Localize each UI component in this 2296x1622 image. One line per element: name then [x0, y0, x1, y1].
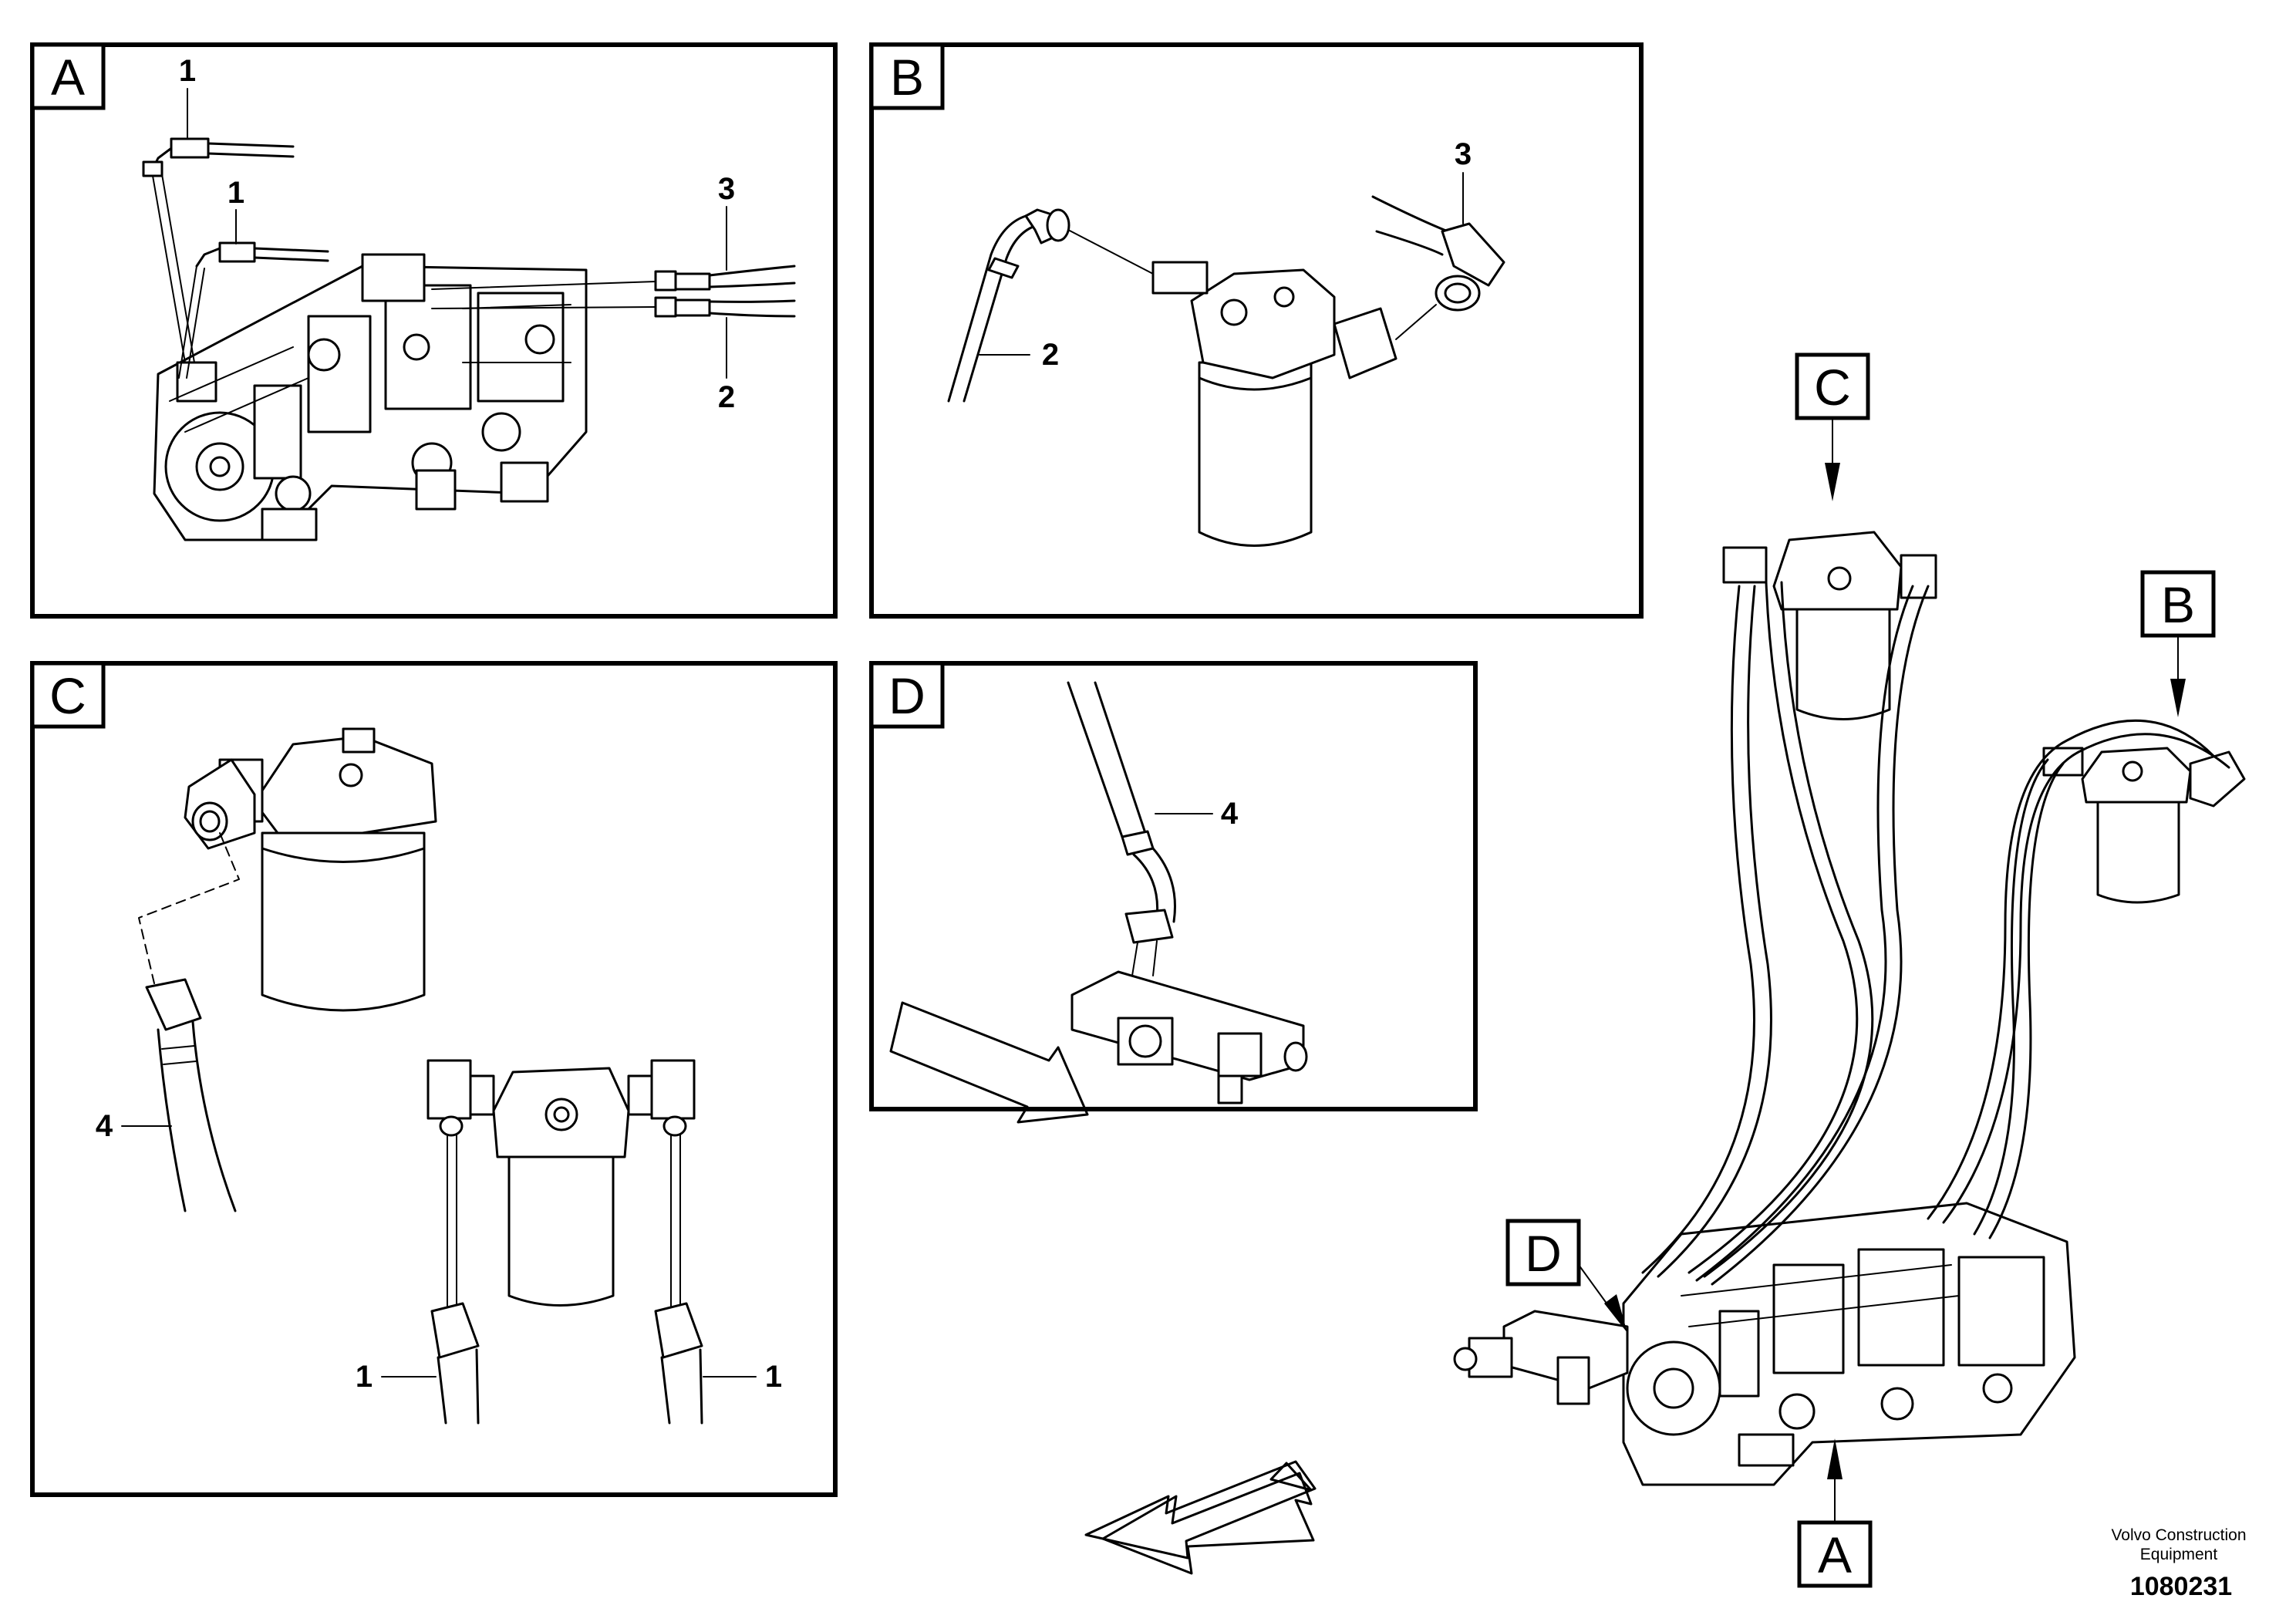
panel-d-tag-box	[869, 661, 945, 729]
panel-b-callout-3: 3	[1455, 137, 1472, 171]
direction-arrow-small	[889, 1001, 1089, 1124]
panel-a-callout-2: 2	[718, 380, 735, 414]
panel-a-tag-box	[30, 42, 106, 110]
hose-1-lower	[178, 241, 329, 379]
overview-filter-c	[1722, 531, 1937, 720]
overview-hoses	[1641, 581, 2230, 1286]
panel-c-tag: C	[49, 667, 86, 724]
panel-b-tag-box	[869, 42, 945, 110]
panel-d-callout-4: 4	[1221, 797, 1239, 831]
hoses-2-3	[431, 265, 796, 318]
overview-tag-a-label: A	[1818, 1526, 1852, 1583]
panel-d-tag: D	[888, 667, 925, 724]
hose-4	[145, 978, 237, 1212]
overview-assembly	[1453, 531, 2246, 1486]
hydraulic-pump-assembly	[153, 253, 588, 541]
panel-a-callout-1-top: 1	[179, 54, 196, 88]
overview-filter-b	[2042, 747, 2246, 904]
overview-side-fitting	[1453, 1310, 1629, 1405]
overview-tag-a: A	[1797, 1438, 1873, 1588]
overview-tag-b: B	[2140, 570, 2216, 717]
panel-d: D 4	[869, 661, 1478, 1124]
panel-c-callout-1-left: 1	[356, 1360, 373, 1394]
panel-a: A	[30, 42, 838, 619]
panel-b-frame	[869, 42, 1644, 619]
panel-a-callout-3: 3	[718, 172, 735, 206]
filter-assembly	[426, 1059, 703, 1425]
panel-a-tag: A	[51, 49, 85, 106]
panel-c-tag-box	[30, 661, 106, 729]
overview-tag-d: D	[1505, 1219, 1627, 1333]
overview-tag-d-label: D	[1525, 1225, 1562, 1282]
brand-line-2: Equipment	[2140, 1546, 2218, 1563]
filter-detail	[184, 727, 437, 1012]
panel-c-callout-1-right: 1	[765, 1360, 782, 1394]
panel-c: C 4	[30, 661, 838, 1497]
brand-line-1: Volvo Construction	[2111, 1526, 2246, 1544]
hose-4-detail	[1067, 681, 1176, 976]
panel-c-frame	[30, 661, 838, 1497]
direction-arrow-large	[1084, 1460, 1317, 1560]
panel-d-frame	[869, 661, 1478, 1111]
dashed-connection-line	[138, 832, 240, 984]
overview-tag-c: C	[1795, 352, 1870, 501]
hose-2	[947, 208, 1154, 403]
panel-b-callout-2: 2	[1042, 338, 1059, 372]
panel-a-frame	[30, 42, 838, 619]
panel-c-callout-4: 4	[96, 1109, 113, 1143]
panel-a-callout-1-mid: 1	[228, 176, 244, 210]
hose-1-upper	[142, 137, 295, 363]
panel-b: B 3 2	[869, 42, 1644, 619]
panel-b-tag: B	[890, 49, 924, 106]
hydraulic-filter	[1151, 261, 1397, 547]
fitting-tee	[1070, 970, 1308, 1104]
overview-tag-c-label: C	[1814, 359, 1851, 416]
part-number: 1080231	[2130, 1572, 2232, 1601]
overview-tag-b-label: B	[2161, 576, 2195, 633]
hose-3	[1371, 195, 1505, 340]
overview-pump	[1622, 1202, 2076, 1486]
